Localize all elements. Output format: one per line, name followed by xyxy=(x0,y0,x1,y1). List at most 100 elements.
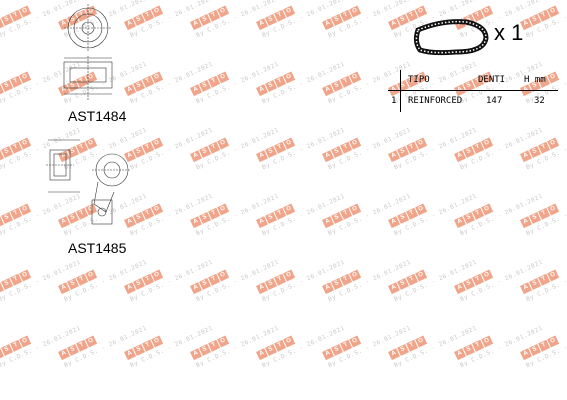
table-header-row: TIPO DENTI H mm xyxy=(388,70,558,91)
watermark-text: By C.D.S. - 26.01.2021 xyxy=(195,324,281,370)
watermark-text: By C.D.S. - 26.01.2021 xyxy=(327,324,413,370)
watermark-text: By C.D.S. - 26.01.2021 xyxy=(195,192,281,238)
belt-spec-table: TIPO DENTI H mm 1 REINFORCED 147 32 xyxy=(388,70,558,112)
watermark-text: By C.D.S. - 26.01.2021 xyxy=(525,127,567,172)
header-denti: DENTI xyxy=(478,75,506,85)
header-h: H mm xyxy=(524,75,546,85)
watermark-text: By C.D.S. - 26.01.2021 xyxy=(525,325,567,370)
watermark-text: By C.D.S. - 26.01.2021 xyxy=(525,259,567,304)
watermark-text: By C.D.S. - 26.01.2021 xyxy=(261,324,347,370)
watermark-text: By C.D.S. - 26.01.2021 xyxy=(525,193,567,238)
watermark-text: By C.D.S. - 26.01.2021 xyxy=(129,0,215,40)
table-row: 1 REINFORCED 147 32 xyxy=(388,91,558,111)
watermark-text: By C.D.S. - 26.01.2021 xyxy=(195,258,281,304)
row-h: 32 xyxy=(534,96,545,106)
watermark-text: By C.D.S. - 26.01.2021 xyxy=(327,0,413,40)
watermark-text: By C.D.S. - 26.01.2021 xyxy=(327,192,413,238)
watermark-text: By C.D.S. - 26.01.2021 xyxy=(261,60,347,106)
row-tipo: REINFORCED xyxy=(408,96,463,106)
watermark-text: By C.D.S. - 26.01.2021 xyxy=(261,0,347,40)
watermark-text: By C.D.S. - 26.01.2021 xyxy=(393,324,479,370)
tensioner-drawing-ast1485 xyxy=(46,139,130,225)
watermark-text: By C.D.S. - 26.01.2021 xyxy=(0,258,83,304)
part-code-ast1484: AST1484 xyxy=(68,108,127,124)
table-divider xyxy=(400,70,401,112)
row-denti: 147 xyxy=(486,96,503,106)
watermark-text: By C.D.S. - 26.01.2021 xyxy=(261,192,347,238)
watermark-text: By C.D.S. - 26.01.2021 xyxy=(525,0,567,40)
tensioner-drawing-ast1484 xyxy=(63,4,113,100)
watermark-text: By C.D.S. - 26.01.2021 xyxy=(0,324,83,370)
watermark-text: By C.D.S. - 26.01.2021 xyxy=(459,324,545,370)
timing-belt-image xyxy=(413,19,489,56)
watermark-text: By C.D.S. - 26.01.2021 xyxy=(129,258,215,304)
watermark-text: By C.D.S. - 26.01.2021 xyxy=(393,192,479,238)
watermark-text: By C.D.S. - 26.01.2021 xyxy=(63,258,149,304)
watermark-text: By C.D.S. - 26.01.2021 xyxy=(393,258,479,304)
watermark-text: By C.D.S. - 26.01.2021 xyxy=(261,126,347,172)
watermark-text: By C.D.S. - 26.01.2021 xyxy=(261,258,347,304)
watermark-text: By C.D.S. - 26.01.2021 xyxy=(129,192,215,238)
watermark-text: By C.D.S. - 26.01.2021 xyxy=(459,258,545,304)
row-index: 1 xyxy=(391,96,397,106)
watermark-text: By C.D.S. - 26.01.2021 xyxy=(327,258,413,304)
